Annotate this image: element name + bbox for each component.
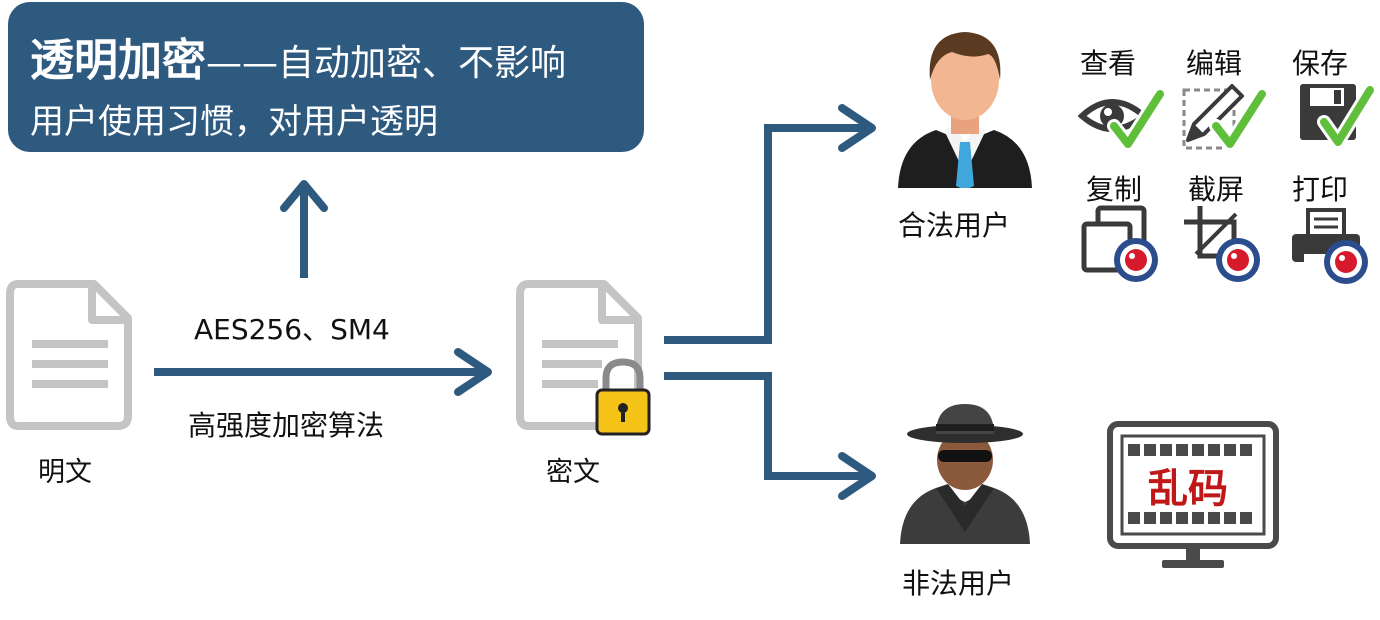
- banner-heading: 透明加密——自动加密、不影响: [30, 24, 566, 88]
- permission-label-screenshot: 截屏: [1188, 173, 1245, 206]
- illegal-user-label: 非法用户: [902, 567, 1015, 600]
- permission-label-view: 查看: [1080, 47, 1137, 80]
- legal-arrow-head: [838, 104, 876, 152]
- permission-label-print: 打印: [1292, 173, 1349, 206]
- ciphertext-label: 密文: [546, 457, 600, 488]
- pencil-check-icon: [1182, 84, 1266, 151]
- print-blocked-icon: [1292, 208, 1368, 284]
- illegal-branch-line: [664, 372, 870, 480]
- garbled-text: 乱码: [1148, 466, 1228, 512]
- up-arrow-head: [280, 180, 328, 212]
- screenshot-blocked-icon: [1184, 206, 1260, 282]
- algorithm-label: AES256、SM4: [194, 313, 390, 346]
- padlock-icon: [595, 358, 651, 436]
- garbled-monitor-icon: [1107, 421, 1279, 568]
- eye-check-icon: [1078, 87, 1164, 151]
- legal-user-label: 合法用户: [898, 209, 1011, 242]
- permission-label-edit: 编辑: [1186, 47, 1243, 80]
- banner-description: 用户使用习惯，对用户透明: [30, 102, 438, 142]
- plaintext-document-icon: [6, 280, 132, 430]
- floppy-check-icon: [1300, 83, 1376, 149]
- strength-label: 高强度加密算法: [188, 409, 385, 442]
- legal-branch-line: [664, 124, 870, 344]
- legal-user-avatar-icon: [898, 32, 1032, 188]
- illegal-arrow-head: [838, 452, 876, 500]
- banner-title: 透明加密: [30, 35, 206, 86]
- banner: [8, 2, 644, 152]
- plaintext-label: 明文: [38, 457, 92, 488]
- permission-label-save: 保存: [1292, 47, 1349, 80]
- permission-label-copy: 复制: [1086, 173, 1143, 206]
- banner-subtitle: ——自动加密、不影响: [206, 43, 567, 84]
- encrypt-arrow-head: [454, 348, 492, 396]
- illegal-user-hacker-icon: [900, 404, 1030, 544]
- copy-blocked-icon: [1081, 205, 1158, 282]
